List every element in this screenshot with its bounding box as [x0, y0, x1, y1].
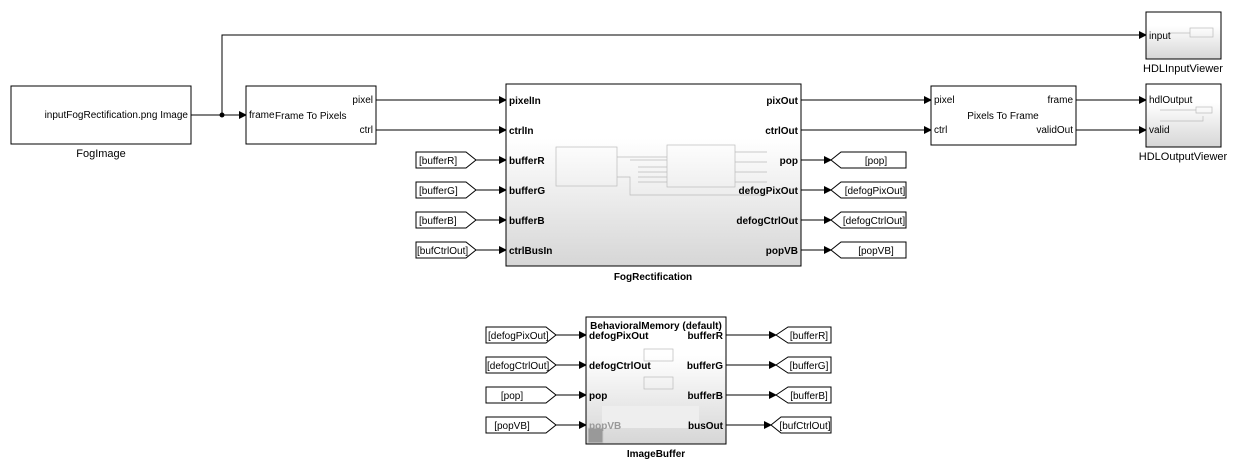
- pixels-to-frame-block[interactable]: pixel ctrl Pixels To Frame frame validOu…: [930, 85, 1077, 146]
- svg-text:[bufCtrlOut]: [bufCtrlOut]: [779, 421, 830, 432]
- port-popVB: popVB: [589, 421, 621, 432]
- image-buffer-variant: BehavioralMemory (default): [590, 321, 722, 332]
- port-bufferB: bufferB: [509, 216, 545, 227]
- port-ctrl: ctrl: [360, 125, 373, 136]
- port-pop: pop: [589, 391, 607, 402]
- svg-text:[bufferG]: [bufferG]: [419, 186, 458, 197]
- port-defogCtrlOut: defogCtrlOut: [736, 216, 798, 227]
- from-tag[interactable]: [bufCtrlOut]: [415, 241, 477, 259]
- port-defogPixOut: defogPixOut: [589, 331, 649, 342]
- hdl-output-viewer-block[interactable]: hdlOutput valid HDLOutputViewer: [1139, 83, 1228, 163]
- goto-tag[interactable]: [pop]: [830, 151, 907, 169]
- goto-tag[interactable]: [bufCtrlOut]: [770, 416, 832, 434]
- port-hdlOutput: hdlOutput: [1149, 95, 1193, 106]
- port-pixel: pixel: [352, 95, 373, 106]
- hdl-input-viewer-label: HDLInputViewer: [1143, 63, 1223, 75]
- port-pixOut: pixOut: [766, 96, 798, 107]
- frame-to-pixels-block[interactable]: frame Frame To Pixels pixel ctrl: [245, 85, 377, 145]
- svg-text:[popVB]: [popVB]: [858, 246, 894, 257]
- port-ctrlBusIn: ctrlBusIn: [509, 246, 552, 257]
- svg-text:[bufferB]: [bufferB]: [790, 391, 828, 402]
- svg-text:[defogPixOut]: [defogPixOut]: [488, 331, 549, 342]
- port-validOut: validOut: [1036, 125, 1073, 136]
- port-ctrl: ctrl: [934, 125, 947, 136]
- from-tags-buffer: [defogPixOut] [defogCtrlOut] [pop] [popV…: [485, 326, 557, 434]
- port-ctrlIn: ctrlIn: [509, 126, 533, 137]
- from-tag[interactable]: [bufferB]: [415, 211, 477, 229]
- port-pop: pop: [780, 156, 798, 167]
- goto-tag[interactable]: [defogPixOut]: [830, 181, 907, 199]
- svg-text:[bufferB]: [bufferB]: [419, 216, 457, 227]
- goto-tag[interactable]: [bufferB]: [775, 386, 832, 404]
- svg-text:[bufferR]: [bufferR]: [790, 331, 828, 342]
- port-input: input: [1149, 31, 1171, 42]
- port-frame: frame: [249, 110, 275, 121]
- pixels-to-frame-title: Pixels To Frame: [967, 111, 1039, 122]
- frame-to-pixels-title: Frame To Pixels: [275, 111, 347, 122]
- fog-image-text: inputFogRectification.png Image: [45, 110, 189, 121]
- svg-text:[defogPixOut]: [defogPixOut]: [845, 186, 906, 197]
- port-popVB: popVB: [766, 246, 798, 257]
- from-tag[interactable]: [pop]: [485, 386, 557, 404]
- memory-variant-icon: [587, 427, 604, 444]
- image-buffer-label: ImageBuffer: [627, 449, 685, 460]
- hdl-output-viewer-label: HDLOutputViewer: [1139, 151, 1228, 163]
- port-bufferG: bufferG: [509, 186, 545, 197]
- fog-image-label: FogImage: [76, 148, 126, 160]
- from-tag[interactable]: [defogPixOut]: [485, 326, 557, 344]
- hdl-input-viewer-block[interactable]: input HDLInputViewer: [1143, 11, 1223, 75]
- fog-image-block[interactable]: inputFogRectification.png Image FogImage: [10, 85, 192, 160]
- from-tag[interactable]: [bufferG]: [415, 181, 477, 199]
- port-busOut: busOut: [688, 421, 724, 432]
- port-pixelIn: pixelIn: [509, 96, 541, 107]
- fog-rectification-label: FogRectification: [614, 272, 692, 283]
- svg-text:[bufCtrlOut]: [bufCtrlOut]: [417, 246, 468, 257]
- from-tag[interactable]: [bufferR]: [415, 151, 477, 169]
- from-tags-fog: [bufferR] [bufferG] [bufferB] [bufCtrlOu…: [415, 151, 477, 259]
- fog-rectification-preview: [555, 144, 767, 196]
- port-pixel: pixel: [934, 95, 955, 106]
- port-valid: valid: [1149, 125, 1170, 136]
- goto-tag[interactable]: [popVB]: [830, 241, 907, 259]
- goto-tags-buffer: [bufferR] [bufferG] [bufferB] [bufCtrlOu…: [770, 326, 832, 434]
- port-bufferB: bufferB: [687, 391, 723, 402]
- svg-text:[defogCtrlOut]: [defogCtrlOut]: [487, 361, 549, 372]
- port-frame: frame: [1047, 95, 1073, 106]
- goto-tag[interactable]: [defogCtrlOut]: [830, 211, 907, 229]
- from-tag[interactable]: [popVB]: [485, 416, 557, 434]
- goto-tags-fog: [pop] [defogPixOut] [defogCtrlOut] [popV…: [830, 151, 907, 259]
- port-bufferR: bufferR: [509, 156, 545, 167]
- goto-tag[interactable]: [bufferR]: [775, 326, 832, 344]
- from-tag[interactable]: [defogCtrlOut]: [485, 356, 557, 374]
- svg-text:[pop]: [pop]: [865, 156, 887, 167]
- port-bufferR: bufferR: [687, 331, 723, 342]
- image-buffer-block[interactable]: BehavioralMemory (default) defogPixOut d…: [585, 316, 727, 460]
- fog-rectification-block[interactable]: pixelIn ctrlIn bufferR bufferG bufferB c…: [505, 83, 802, 283]
- port-bufferG: bufferG: [687, 361, 723, 372]
- svg-text:[bufferR]: [bufferR]: [419, 156, 457, 167]
- svg-text:[bufferG]: [bufferG]: [790, 361, 829, 372]
- signal-lines: [191, 31, 1147, 429]
- svg-text:[popVB]: [popVB]: [494, 421, 530, 432]
- port-ctrlOut: ctrlOut: [765, 126, 798, 137]
- image-buffer-preview: [602, 348, 699, 428]
- goto-tag[interactable]: [bufferG]: [775, 356, 832, 374]
- svg-text:[defogCtrlOut]: [defogCtrlOut]: [843, 216, 905, 227]
- svg-text:[pop]: [pop]: [501, 391, 523, 402]
- port-defogPixOut: defogPixOut: [739, 186, 799, 197]
- port-defogCtrlOut: defogCtrlOut: [589, 361, 651, 372]
